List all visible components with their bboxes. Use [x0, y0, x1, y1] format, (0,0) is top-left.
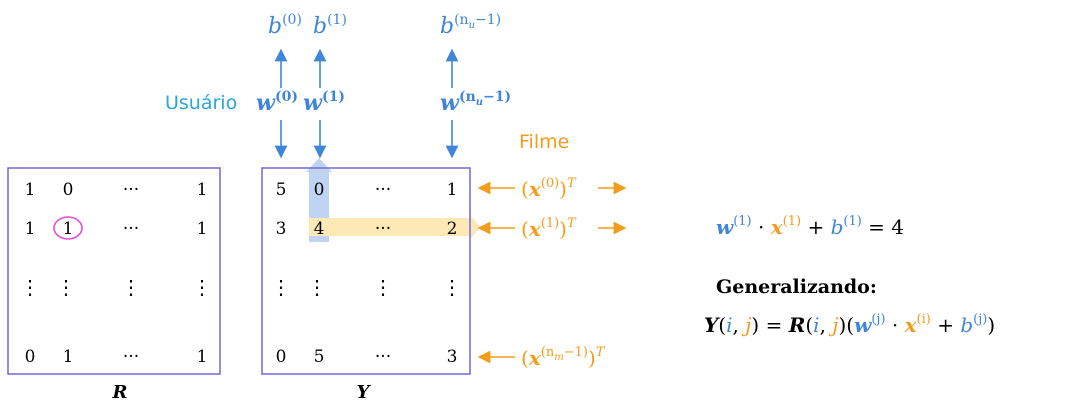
matrix-Y-box [261, 167, 471, 375]
weight-arrows [274, 120, 459, 159]
R-cell: ··· [123, 219, 139, 239]
column-highlight-arrow [306, 158, 332, 172]
bias-arrows [274, 48, 459, 88]
R-cell: 0 [63, 180, 74, 200]
bias-label-1: b(1) [313, 12, 347, 39]
weight-label-0: w(0) [256, 89, 298, 116]
bias-label-0: b(0) [268, 12, 302, 39]
film-feature-label-1: (x(1))T [521, 216, 577, 241]
bias-labels: b(0) b(1) b(nu−1) [268, 12, 501, 39]
Y-cell: 0 [314, 180, 325, 200]
matrix-R: 1 0 ··· 1 1 1 ··· 1 ⋮ ⋮ ⋮ ⋮ 0 1 ··· 1 [20, 180, 212, 367]
Y-cell: ⋮ [271, 275, 291, 299]
Y-cell: 3 [447, 347, 458, 367]
R-cell: ⋮ [20, 275, 40, 299]
Y-cell: 3 [276, 219, 287, 239]
R-cell: 1 [197, 347, 208, 367]
matrix-Y-label: Y [357, 382, 372, 403]
R-cell: ⋮ [56, 275, 76, 299]
R-cell: 1 [25, 180, 36, 200]
Y-cell: ··· [375, 219, 391, 239]
selected-cell-circle [53, 216, 83, 240]
generalizing-heading: Generalizando: [716, 276, 877, 298]
film-feature-label-0: (x(0))T [521, 176, 577, 201]
weight-label-nu: w(nu−1) [440, 89, 511, 116]
example-equation: w(1) · x(1) + b(1) = 4 [716, 206, 904, 239]
R-cell: ··· [123, 180, 139, 200]
Y-cell: 1 [447, 180, 458, 200]
R-cell: 0 [25, 347, 36, 367]
Y-cell: 5 [314, 347, 325, 367]
Y-cell: 4 [314, 219, 325, 239]
bias-label-nu: b(nu−1) [440, 12, 501, 39]
matrix-Y: 5 0 ··· 1 3 4 ··· 2 ⋮ ⋮ ⋮ ⋮ 0 5 ··· 3 [271, 180, 462, 367]
user-label: Usuário [165, 92, 237, 114]
weight-labels: w(0) w(1) w(nu−1) [256, 89, 511, 116]
R-cell: 1 [63, 347, 74, 367]
R-cell: 1 [25, 219, 36, 239]
Y-cell: ··· [375, 347, 391, 367]
Y-cell: ··· [375, 180, 391, 200]
film-feature-label-nm: (x(nm−1))T [521, 345, 606, 370]
film-labels: (x(0))T (x(1))T (x(nm−1))T [477, 176, 627, 370]
Y-cell: ⋮ [373, 275, 393, 299]
Y-cell: ⋮ [442, 275, 462, 299]
R-cell: 1 [63, 219, 74, 239]
Y-cell: 2 [447, 219, 458, 239]
Y-cell: ⋮ [307, 275, 327, 299]
general-equation: Y(i, j) = R(i, j)(w(j) · x(i) + b(j)) [704, 304, 995, 337]
row-highlight [309, 218, 469, 236]
matrix-R-label: R [112, 382, 128, 403]
Y-cell: 0 [276, 347, 287, 367]
Y-cell: 5 [276, 180, 287, 200]
film-label: Filme [519, 131, 569, 153]
R-cell: ··· [123, 347, 139, 367]
weight-label-1: w(1) [303, 89, 345, 116]
R-cell: 1 [197, 180, 208, 200]
R-cell: ⋮ [121, 275, 141, 299]
R-cell: 1 [197, 219, 208, 239]
matrix-R-box [7, 167, 221, 375]
R-cell: ⋮ [192, 275, 212, 299]
row-highlight-arrow [469, 214, 481, 240]
